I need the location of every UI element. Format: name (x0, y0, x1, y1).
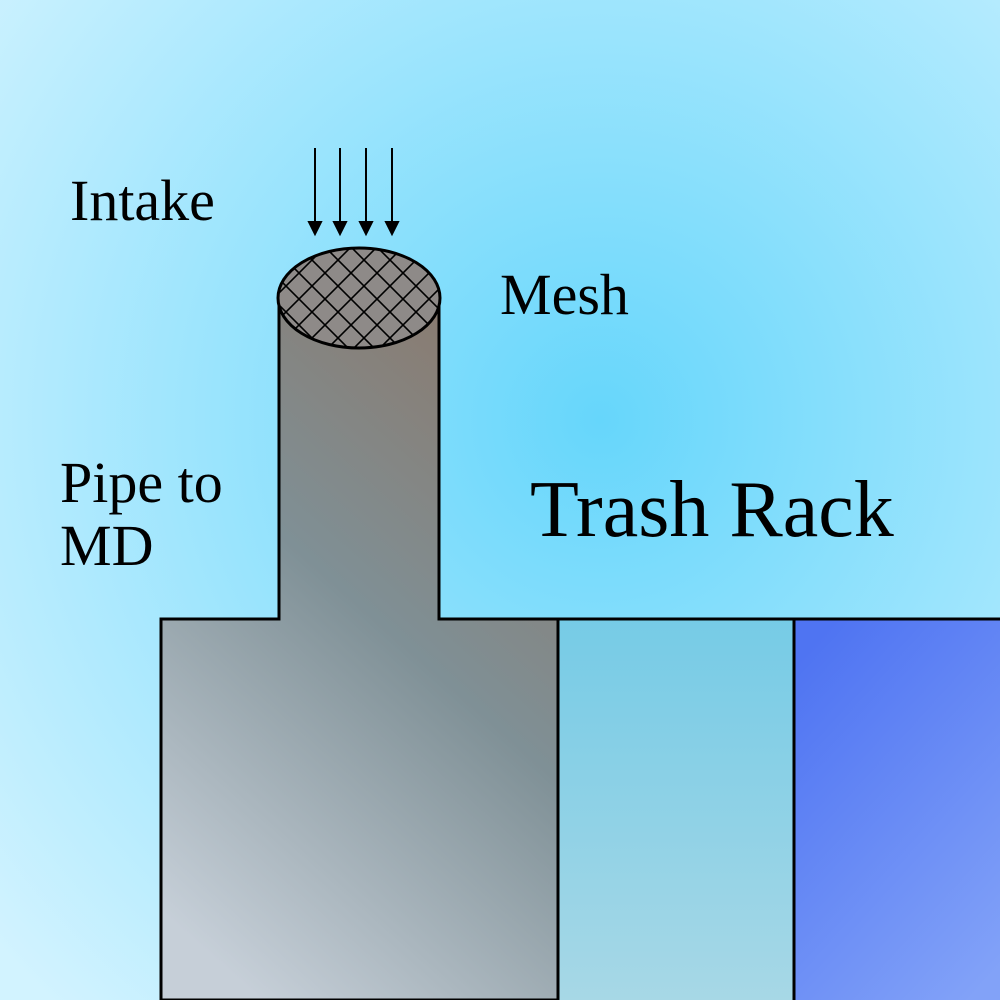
intake-label: Intake (70, 168, 215, 233)
rear-panel (792, 617, 1000, 1000)
mesh-label: Mesh (500, 262, 629, 327)
down-arrows-icon (307, 148, 400, 237)
crosshatch-mesh-icon (276, 246, 442, 350)
pipe-label-line-2: MD (60, 512, 154, 578)
trash-rack-panel (556, 617, 796, 1000)
pipe-to-md (159, 296, 560, 1000)
trash-rack-label: Trash Rack (530, 466, 894, 554)
pipe-label-line-1: Pipe to (60, 450, 223, 515)
pipe-to-md-label: Pipe to MD (60, 450, 280, 578)
